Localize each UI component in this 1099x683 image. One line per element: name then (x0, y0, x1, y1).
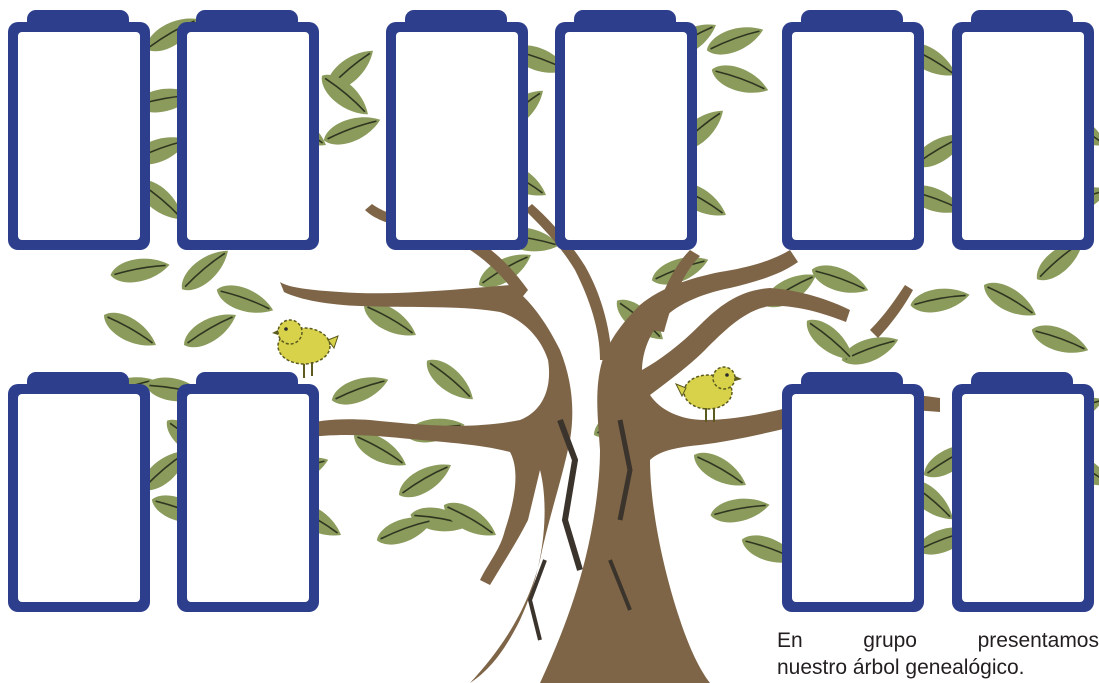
leaf-icon (320, 109, 384, 151)
leaf-icon (1028, 319, 1092, 361)
photo-frame[interactable] (177, 10, 319, 250)
leaf-icon (420, 352, 480, 408)
caption-word: presentamos (978, 627, 1099, 654)
caption-word: grupo (863, 627, 917, 654)
frame-blank-area[interactable] (187, 32, 309, 240)
leaf-icon (808, 259, 872, 301)
bird-icon (272, 320, 338, 378)
photo-frame[interactable] (8, 372, 150, 612)
leaf-icon (709, 494, 772, 527)
leaf-icon (909, 284, 972, 317)
frame-blank-area[interactable] (565, 32, 687, 240)
leaf-icon (328, 369, 392, 411)
frame-blank-area[interactable] (18, 394, 140, 602)
frame-blank-area[interactable] (792, 394, 914, 602)
photo-frame[interactable] (8, 10, 150, 250)
photo-frame[interactable] (782, 372, 924, 612)
caption-word: En (777, 627, 803, 654)
caption-line-1: En grupo presentamos (777, 627, 1099, 654)
leaf-icon (688, 445, 751, 495)
photo-frame[interactable] (177, 372, 319, 612)
leaf-icon (98, 305, 161, 355)
frame-blank-area[interactable] (187, 394, 309, 602)
leaf-icon (213, 279, 277, 321)
photo-frame[interactable] (386, 10, 528, 250)
frame-blank-area[interactable] (792, 32, 914, 240)
photo-frame[interactable] (555, 10, 697, 250)
photo-frame[interactable] (952, 10, 1094, 250)
photo-frame[interactable] (782, 10, 924, 250)
caption-text: En grupo presentamos nuestro árbol genea… (777, 627, 1099, 681)
bird-icon (676, 367, 742, 422)
frame-blank-area[interactable] (962, 394, 1084, 602)
frame-blank-area[interactable] (962, 32, 1084, 240)
frame-blank-area[interactable] (18, 32, 140, 240)
leaf-icon (708, 59, 772, 101)
photo-frame[interactable] (952, 372, 1094, 612)
leaf-icon (978, 275, 1041, 325)
caption-line-2: nuestro árbol genealógico. (777, 654, 1099, 681)
leaf-icon (109, 254, 172, 287)
leaf-icon (178, 305, 241, 355)
frame-blank-area[interactable] (396, 32, 518, 240)
